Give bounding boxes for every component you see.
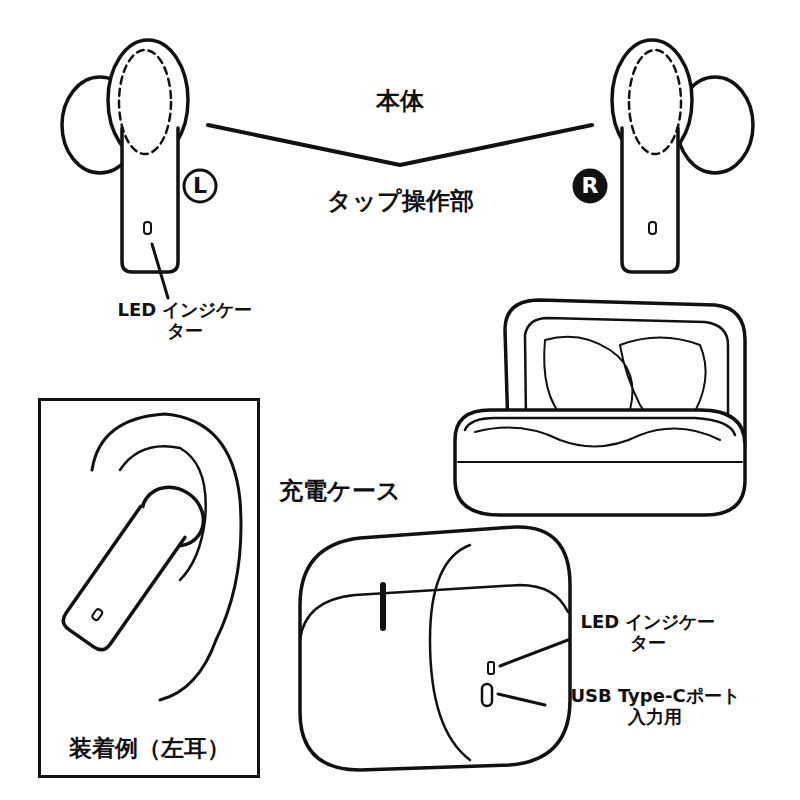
side-badge: L bbox=[182, 168, 218, 204]
ear-illustration bbox=[59, 414, 241, 700]
panel-caption: 装着例（左耳） bbox=[41, 735, 257, 763]
side-letter: R bbox=[582, 175, 599, 197]
leader-line bbox=[498, 694, 545, 705]
leader-line bbox=[152, 244, 168, 298]
part-name: 本体 bbox=[340, 88, 460, 116]
side-badge: R bbox=[572, 168, 608, 204]
leader-line bbox=[208, 125, 592, 165]
part-name: タップ操作部 bbox=[300, 188, 500, 216]
side-letter: L bbox=[193, 175, 207, 197]
left-earbud bbox=[62, 40, 188, 272]
badge-circle bbox=[574, 170, 606, 202]
part-name: USB Type-Cポート 入力用 bbox=[560, 686, 750, 727]
right-earbud bbox=[612, 40, 753, 272]
closed-case bbox=[300, 527, 570, 770]
part-name: 充電ケース bbox=[255, 478, 425, 506]
open-case bbox=[455, 300, 745, 515]
part-name: LED インジケーター bbox=[573, 612, 723, 653]
badge-circle bbox=[184, 170, 216, 202]
example-panel: 装着例（左耳） bbox=[38, 398, 260, 778]
part-name: LED インジケーター bbox=[110, 300, 260, 341]
leader-line bbox=[500, 640, 568, 666]
